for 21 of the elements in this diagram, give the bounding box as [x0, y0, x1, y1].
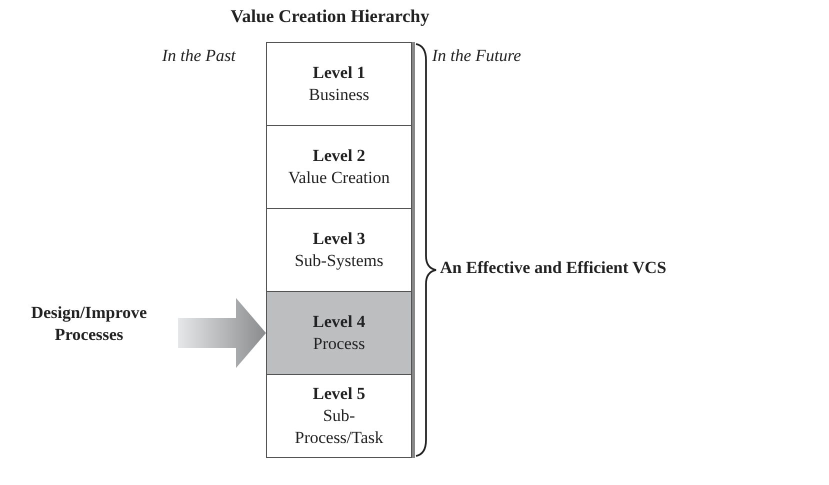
level-name: Sub-Systems [294, 250, 384, 272]
column-heading: In the Past [162, 46, 236, 66]
level-number: Level 2 [312, 144, 366, 167]
diagram-title: Value Creation Hierarchy [230, 6, 430, 27]
level-box [266, 125, 412, 209]
level-box [266, 374, 412, 458]
node-label: Design/Improve Processes [4, 300, 174, 348]
level-name: Business [308, 84, 370, 106]
level-name: Sub-Process/Task [294, 404, 384, 450]
level-name: Process [313, 333, 365, 355]
outcome-label: An Effective and Efficient VCS [440, 258, 666, 278]
level-number: Level 4 [312, 310, 366, 333]
level-number: Level 5 [312, 382, 366, 405]
level-box [266, 291, 412, 375]
level-name: Value Creation [288, 167, 390, 189]
column-heading: In the Future [432, 46, 522, 66]
level-box [266, 42, 412, 126]
level-box [266, 208, 412, 292]
level-number: Level 3 [312, 228, 366, 250]
level-number: Level 1 [312, 62, 366, 84]
block-arrow [178, 298, 266, 368]
